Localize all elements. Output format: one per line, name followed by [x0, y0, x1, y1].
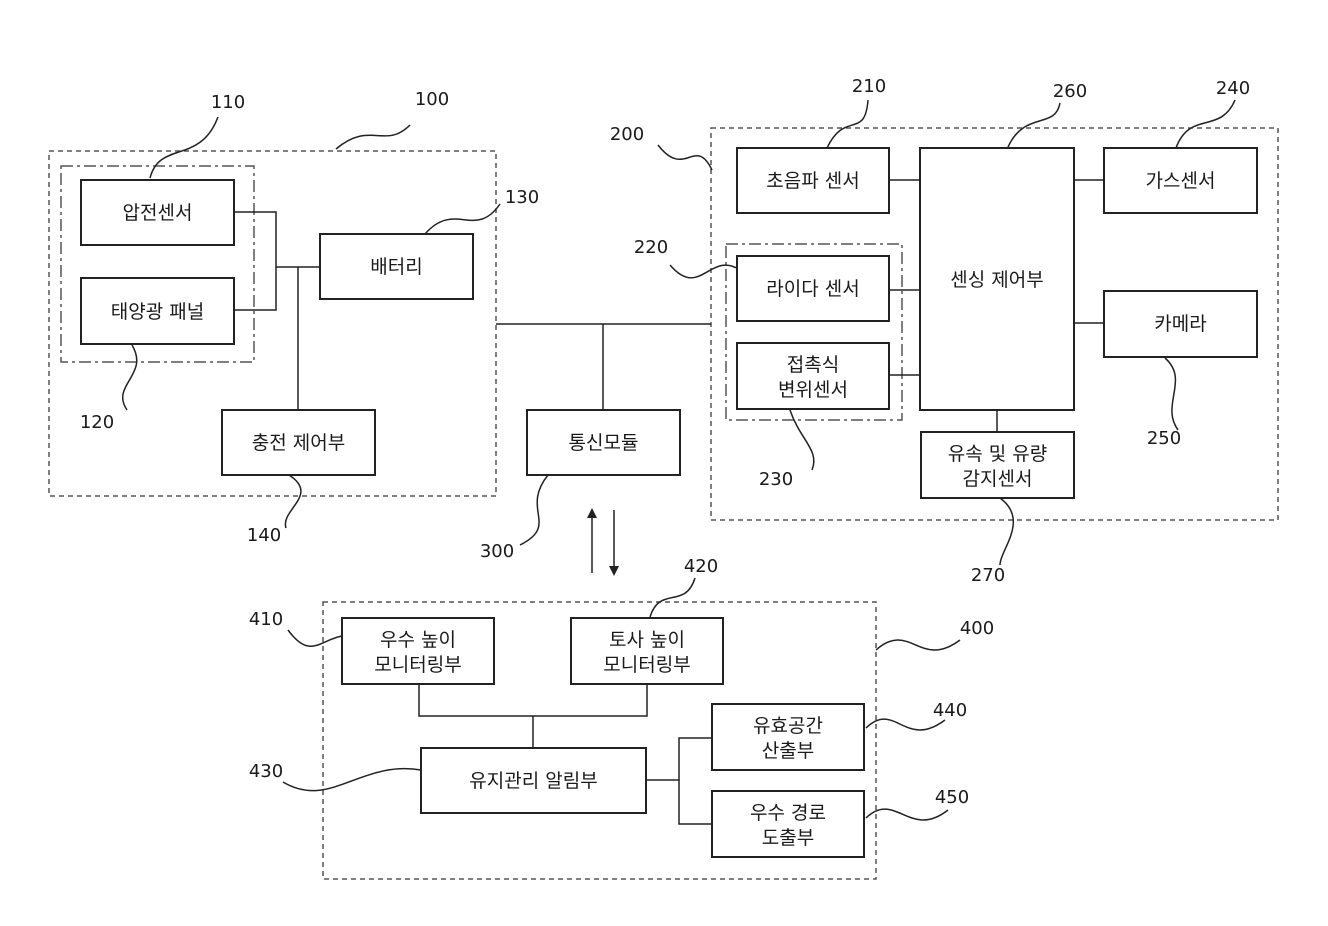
leader-130: [425, 204, 500, 234]
ref-410: 410: [249, 609, 283, 630]
block-270-label-1: 유속 및 유량: [948, 443, 1047, 465]
leader-300: [520, 475, 548, 545]
block-270: 유속 및 유량 감지센서: [921, 432, 1074, 498]
leader-120: [123, 345, 137, 410]
block-140-label: 충전 제어부: [252, 432, 345, 454]
block-300-label: 통신모듈: [569, 432, 639, 454]
ref-200: 200: [610, 124, 644, 145]
ref-270: 270: [971, 565, 1005, 586]
block-420-label-1: 토사 높이: [609, 629, 685, 651]
block-220-label: 라이다 센서: [766, 278, 859, 300]
leader-250: [1165, 358, 1178, 430]
ref-130: 130: [505, 187, 539, 208]
block-240: 가스센서: [1104, 148, 1257, 213]
leader-220: [670, 265, 740, 278]
block-430-label: 유지관리 알림부: [469, 770, 597, 792]
block-260-label: 센싱 제어부: [950, 269, 1043, 291]
ref-240: 240: [1216, 78, 1250, 99]
ref-440: 440: [933, 700, 967, 721]
ref-120: 120: [80, 412, 114, 433]
block-110-label: 압전센서: [123, 202, 193, 224]
block-430: 유지관리 알림부: [421, 748, 646, 813]
ref-230: 230: [759, 469, 793, 490]
leader-260: [1008, 103, 1060, 147]
ref-210: 210: [852, 76, 886, 97]
leader-450: [866, 809, 948, 820]
block-440: 유효공간 산출부: [712, 704, 864, 770]
block-230-label-2: 변위센서: [778, 379, 848, 401]
block-410-label-1: 우수 높이: [380, 629, 456, 651]
ref-450: 450: [935, 787, 969, 808]
block-110: 압전센서: [81, 180, 234, 245]
leader-230: [790, 410, 814, 470]
block-440-label-1: 유효공간: [753, 715, 823, 737]
leader-400: [876, 640, 960, 650]
block-450-label-2: 도출부: [762, 827, 814, 849]
block-410: 우수 높이 모니터링부: [342, 618, 494, 684]
block-140: 충전 제어부: [222, 410, 375, 475]
block-440-label-2: 산출부: [762, 740, 814, 762]
ref-110: 110: [211, 92, 245, 113]
ref-140: 140: [247, 525, 281, 546]
block-450-label-1: 우수 경로: [750, 802, 826, 824]
ref-420: 420: [684, 556, 718, 577]
block-450: 우수 경로 도출부: [712, 791, 864, 857]
leader-420: [650, 578, 695, 617]
block-230-label-1: 접촉식: [787, 354, 839, 376]
leader-110: [150, 117, 218, 178]
ref-220: 220: [634, 237, 668, 258]
block-420-label-2: 모니터링부: [603, 654, 690, 676]
block-230: 접촉식 변위센서: [737, 343, 889, 409]
leader-200: [658, 145, 712, 170]
block-250: 카메라: [1104, 291, 1257, 357]
block-120: 태양광 패널: [81, 278, 234, 344]
ref-300: 300: [480, 541, 514, 562]
ref-430: 430: [249, 761, 283, 782]
leader-140: [285, 475, 301, 528]
block-260: 센싱 제어부: [920, 148, 1074, 410]
block-210: 초음파 센서: [737, 148, 889, 213]
ref-260: 260: [1053, 81, 1087, 102]
ref-100: 100: [415, 89, 449, 110]
ref-400: 400: [960, 618, 994, 639]
leader-210: [827, 100, 868, 148]
block-210-label: 초음파 센서: [766, 170, 859, 192]
wire-110-120: [234, 212, 276, 310]
block-270-label-2: 감지센서: [963, 468, 1033, 490]
leader-100: [336, 125, 410, 149]
wire-430-450: [679, 780, 712, 824]
ref-250: 250: [1147, 428, 1181, 449]
block-300: 통신모듈: [527, 410, 680, 475]
block-130: 배터리: [320, 234, 473, 299]
leader-240: [1176, 100, 1235, 148]
wire-410-420: [419, 684, 647, 716]
leader-270: [1000, 498, 1013, 565]
block-240-label: 가스센서: [1146, 170, 1216, 192]
leader-430: [283, 769, 421, 791]
block-220: 라이다 센서: [737, 256, 889, 321]
block-250-label: 카메라: [1154, 313, 1206, 335]
block-130-label: 배터리: [370, 256, 422, 278]
wire-430-440: [646, 738, 712, 780]
block-120-label: 태양광 패널: [111, 301, 204, 323]
leader-410: [288, 630, 342, 646]
block-410-label-2: 모니터링부: [374, 654, 461, 676]
block-420: 토사 높이 모니터링부: [571, 618, 723, 684]
